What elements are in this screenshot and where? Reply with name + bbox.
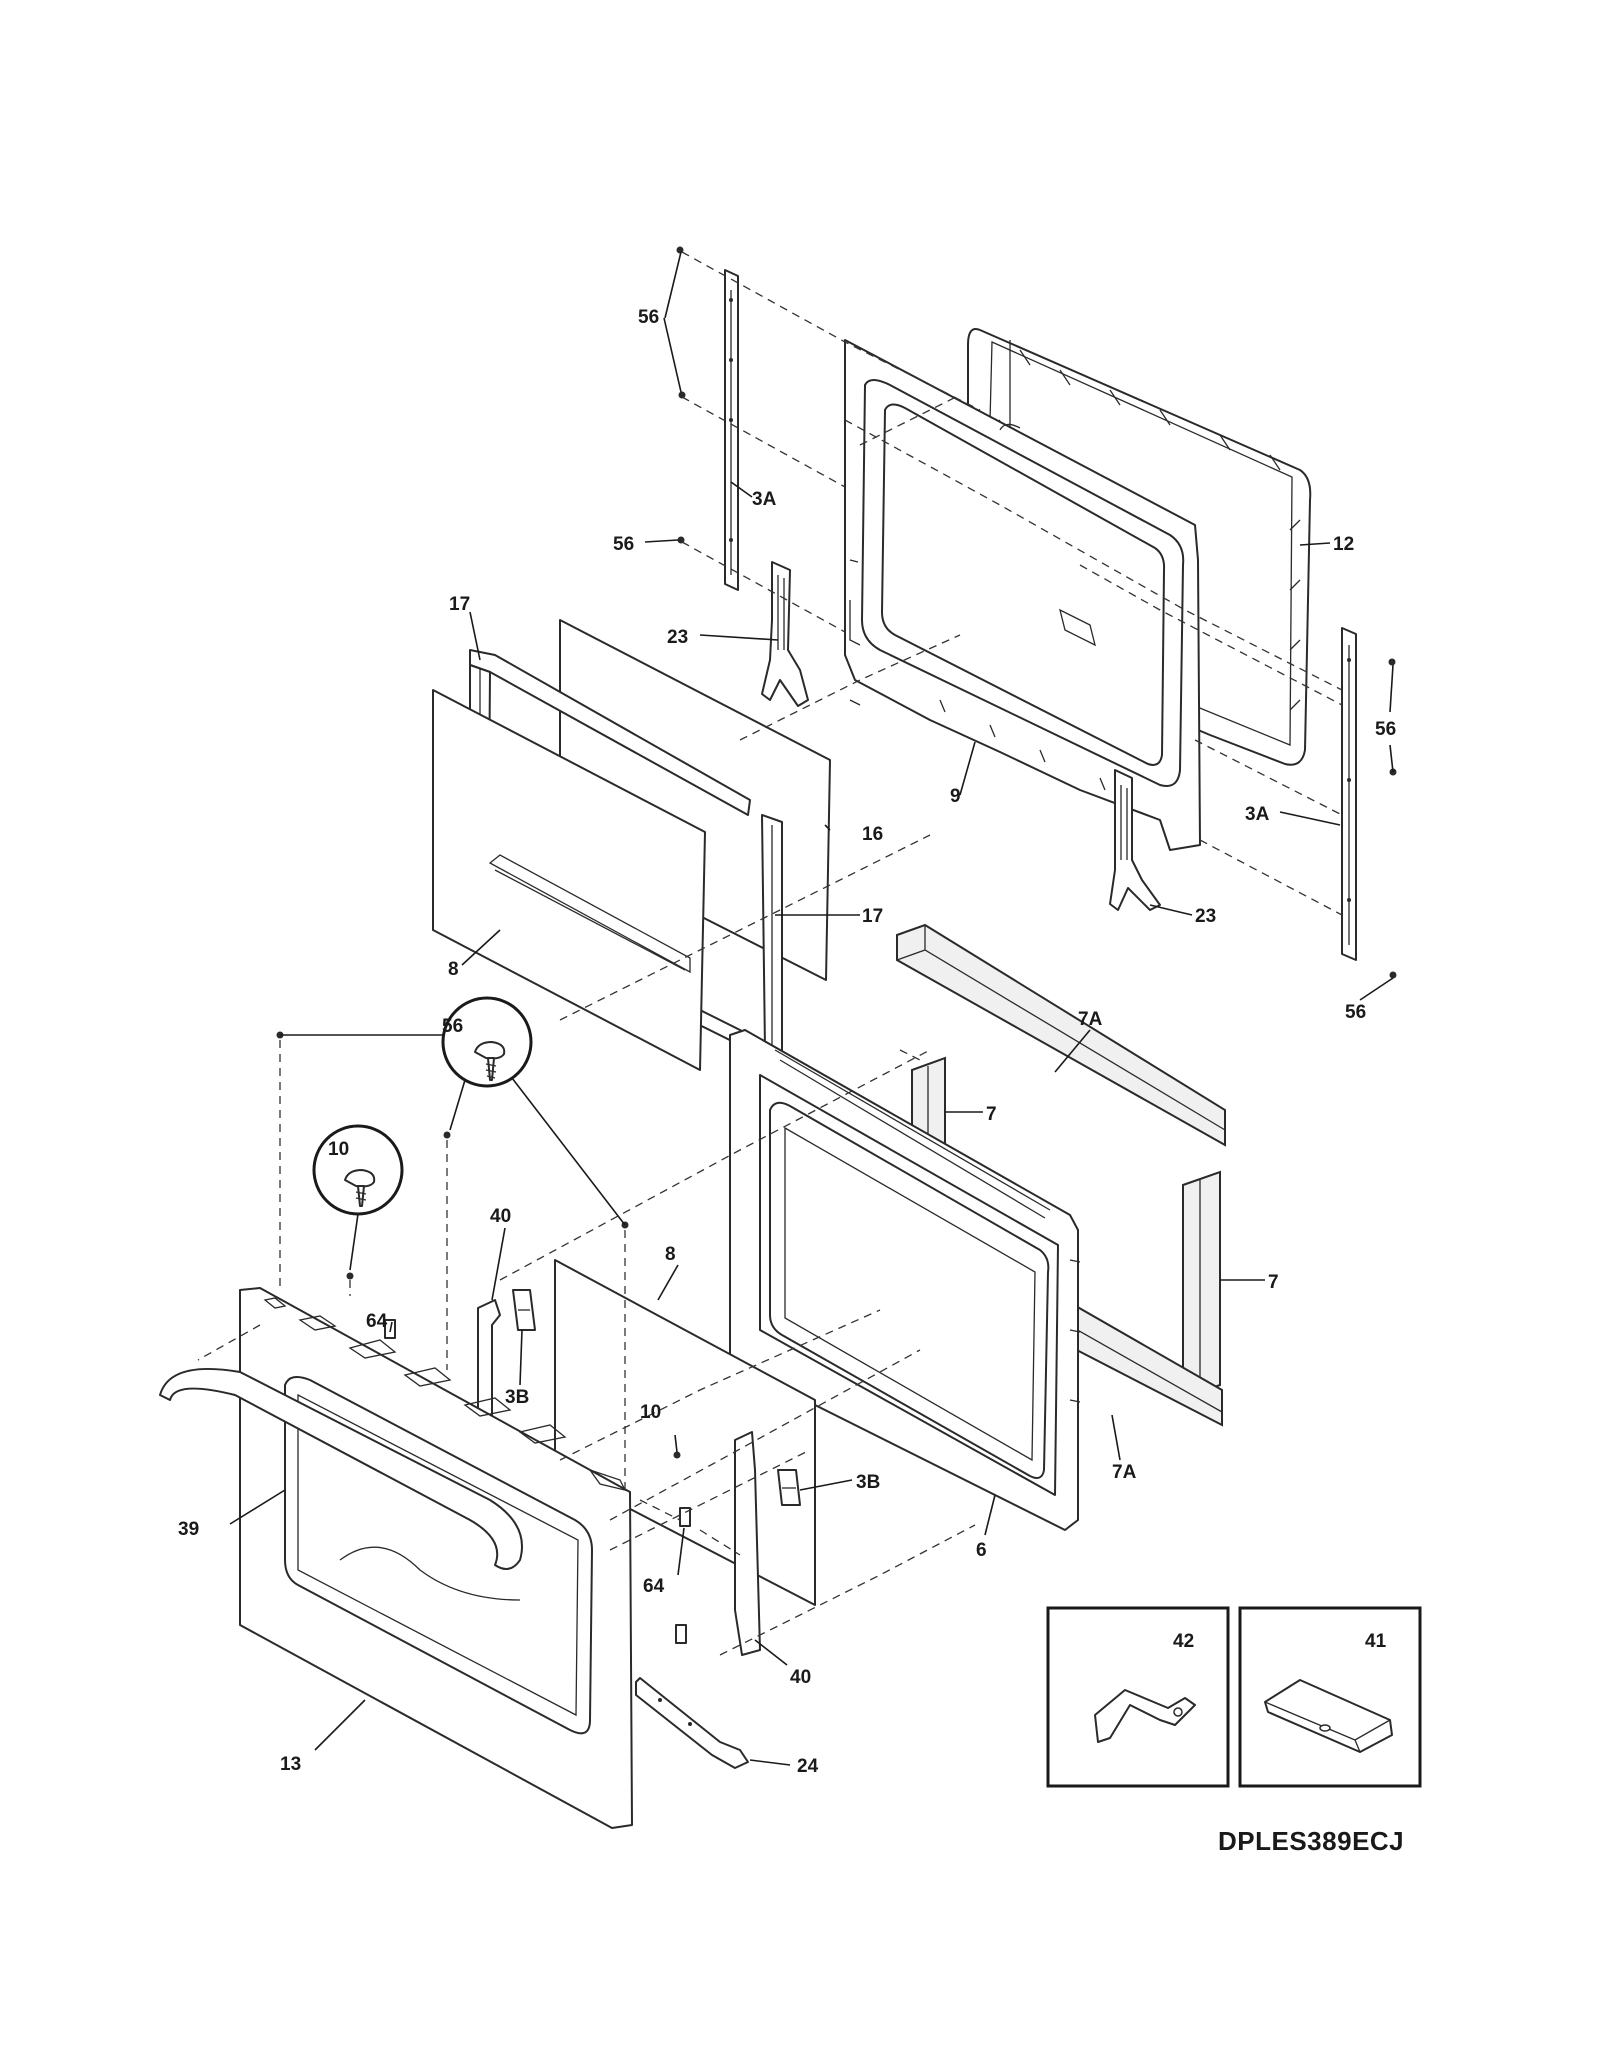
alignment-lines-upper	[559, 251, 1343, 1021]
callout-17-b: 17	[862, 906, 883, 927]
callout-6: 6	[976, 1540, 987, 1561]
callout-17-a: 17	[449, 594, 470, 615]
part-9-inner-liner	[844, 339, 1201, 851]
callout-39: 39	[178, 1519, 199, 1540]
callout-56-c: 56	[1375, 719, 1396, 740]
callout-9: 9	[950, 786, 961, 807]
part-3a-right-channel	[1341, 627, 1357, 961]
part-40-bracket-b	[734, 1431, 761, 1656]
part-3a-left-channel	[724, 269, 739, 591]
callout-3a-b: 3A	[1245, 804, 1270, 825]
callout-56-b: 56	[613, 534, 634, 555]
callout-13: 13	[280, 1754, 301, 1775]
callout-labels: 56 3A 56 12 17 23 56 16 9 3A 17 8 23 56 …	[178, 307, 1396, 1777]
callout-56-e: 56	[442, 1016, 463, 1037]
callout-7a-a: 7A	[1078, 1009, 1103, 1030]
callout-8-a: 8	[448, 959, 459, 980]
callout-42: 42	[1173, 1631, 1194, 1652]
callout-23-a: 23	[667, 627, 688, 648]
callout-64-a: 64	[366, 1311, 388, 1332]
part-23-hinge-left	[761, 561, 809, 707]
callout-23-b: 23	[1195, 906, 1216, 927]
callout-24: 24	[797, 1756, 819, 1777]
part-8-glass-upper	[432, 689, 706, 1071]
callout-40-a: 40	[490, 1206, 511, 1227]
screw-56-upper-group	[676, 246, 1397, 979]
callout-16: 16	[862, 824, 883, 845]
callout-10-a: 10	[328, 1139, 349, 1160]
part-3b-clip-a	[512, 1289, 536, 1331]
part-39-handle	[159, 1368, 523, 1570]
part-24-rail	[635, 1677, 749, 1769]
detail-circle-10	[312, 1124, 404, 1216]
callout-leaders	[229, 251, 1394, 1766]
callout-7-b: 7	[1268, 1272, 1279, 1293]
insulation-7a-top	[896, 923, 1226, 1147]
callout-7-a: 7	[986, 1104, 997, 1125]
model-code: DPLES389ECJ	[1218, 1826, 1404, 1856]
callout-41: 41	[1365, 1631, 1387, 1652]
part-23-hinge-right	[1109, 769, 1161, 911]
detail-leaders	[280, 1034, 626, 1271]
alignment-lines-lower	[197, 1040, 976, 1656]
callout-40-b: 40	[790, 1667, 811, 1688]
callout-56-d: 56	[1345, 1002, 1366, 1023]
callout-3b-b: 3B	[856, 1472, 880, 1493]
callout-64-b: 64	[643, 1576, 665, 1597]
callout-10-b: 10	[640, 1402, 661, 1423]
insulation-7-right	[1182, 1170, 1221, 1400]
inset-box-41	[1238, 1606, 1422, 1788]
callout-12: 12	[1333, 534, 1354, 555]
part-3b-clip-b	[777, 1469, 801, 1506]
callout-7a-b: 7A	[1112, 1462, 1137, 1483]
callout-56-a: 56	[638, 307, 659, 328]
part-64-spacer-b	[675, 1507, 691, 1644]
inset-box-42	[1046, 1606, 1230, 1788]
detail-circle-56	[441, 996, 533, 1088]
callout-3a-a: 3A	[752, 489, 777, 510]
callout-3b-a: 3B	[505, 1387, 529, 1408]
callout-8-b: 8	[665, 1244, 676, 1265]
